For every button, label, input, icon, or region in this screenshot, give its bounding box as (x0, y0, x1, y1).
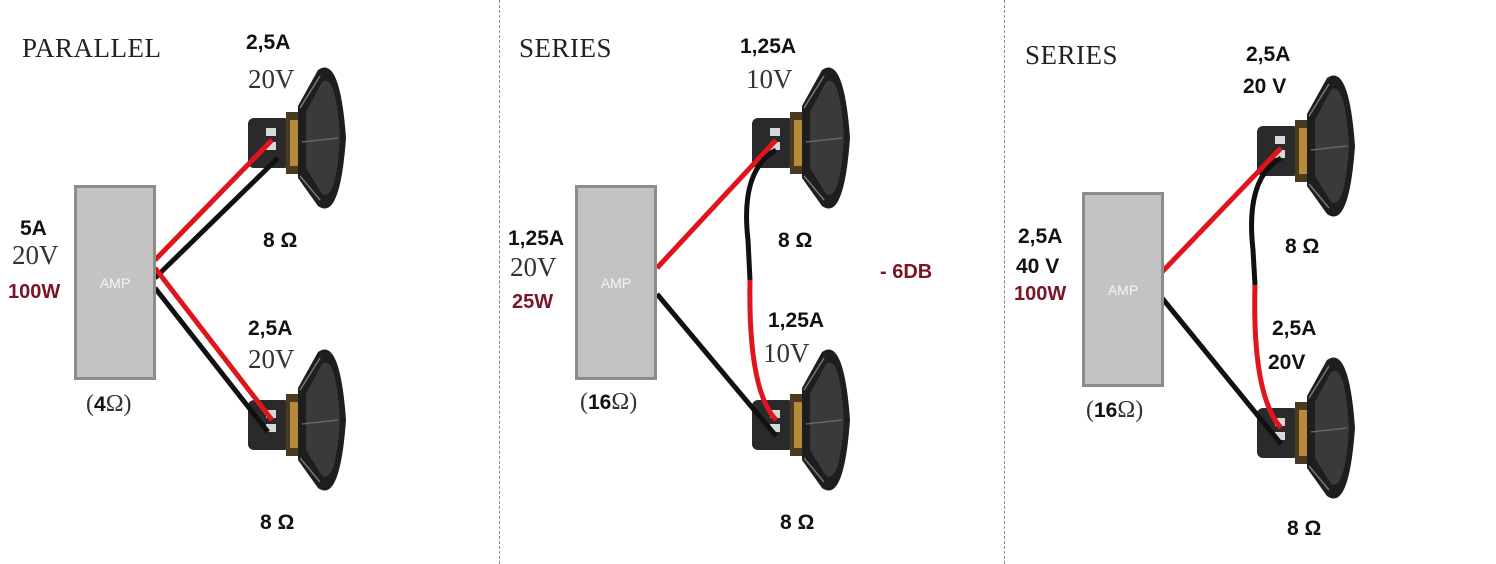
speaker-impedance: 8 Ω (263, 229, 298, 252)
panel-divider (499, 0, 500, 564)
amp-current: 1,25A (508, 227, 565, 250)
speaker-impedance: 8 Ω (1287, 517, 1322, 540)
speaker-icon (1256, 356, 1356, 500)
amp-voltage: 20V (12, 240, 59, 270)
speaker-impedance: 8 Ω (780, 511, 815, 534)
speaker-current: 1,25A (740, 35, 797, 58)
amp-voltage: 20V (510, 252, 557, 282)
amp-power: 25W (512, 291, 554, 313)
panel-heading: SERIES (1025, 40, 1119, 70)
speaker-voltage: 20V (248, 344, 295, 374)
amp-impedance: (16Ω) (1086, 397, 1144, 423)
amp-voltage: 40 V (1016, 255, 1060, 278)
speaker-current: 1,25A (768, 309, 825, 332)
speaker-voltage: 10V (746, 64, 793, 94)
panel-divider (1004, 0, 1005, 564)
speaker-impedance: 8 Ω (1285, 235, 1320, 258)
amplifier-box: AMP (1082, 192, 1164, 387)
amplifier-box: AMP (74, 185, 156, 380)
speaker-impedance: 8 Ω (778, 229, 813, 252)
amp-label: AMP (99, 274, 131, 291)
amp-current: 5A (20, 217, 47, 240)
speaker-current: 2,5A (1272, 317, 1317, 340)
amp-label: AMP (600, 274, 632, 291)
speaker-voltage: 20V (248, 64, 295, 94)
amp-label: AMP (1107, 281, 1139, 298)
speaker-current: 2,5A (246, 31, 291, 54)
speaker-voltage: 10V (763, 338, 810, 368)
speaker-current: 2,5A (1246, 43, 1291, 66)
amp-impedance: (4Ω) (86, 391, 132, 417)
speaker-impedance: 8 Ω (260, 511, 295, 534)
speaker-current: 2,5A (248, 317, 293, 340)
panel-heading: SERIES (519, 33, 613, 63)
amp-power: 100W (8, 281, 61, 303)
panel-heading: PARALLEL (22, 33, 162, 63)
amplifier-box: AMP (575, 185, 657, 380)
speaker-icon (751, 348, 851, 492)
amp-power: 100W (1014, 283, 1067, 305)
speaker-voltage: 20 V (1243, 75, 1287, 98)
amp-impedance: (16Ω) (580, 389, 638, 415)
speaker-voltage: 20V (1268, 351, 1306, 374)
amp-current: 2,5A (1018, 225, 1063, 248)
attenuation-note: - 6DB (880, 261, 933, 283)
